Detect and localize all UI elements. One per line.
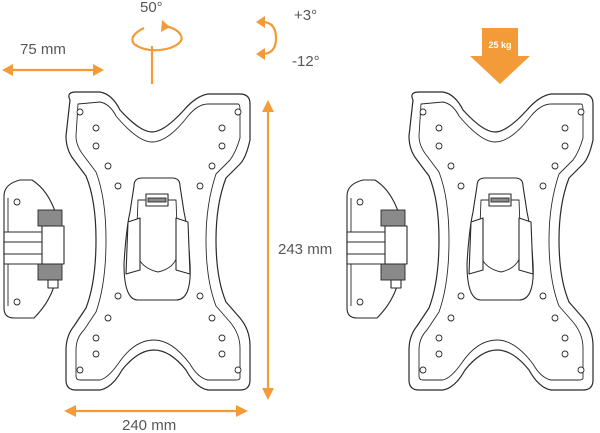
tilt-icon [256, 16, 278, 60]
width-arrow [64, 405, 248, 417]
tilt-up-label: +3° [294, 7, 317, 24]
height-label: 243 mm [278, 241, 332, 258]
height-arrow [262, 100, 274, 400]
wall-mount-right [346, 91, 594, 391]
load-arrow-icon [470, 28, 530, 84]
depth-label: 75 mm [20, 41, 66, 58]
depth-arrow [2, 64, 104, 76]
swivel-angle-label: 50° [140, 0, 163, 16]
wall-mount-left [3, 91, 251, 391]
tilt-down-label: -12° [292, 53, 320, 70]
load-label: 25 kg [488, 40, 511, 50]
swivel-icon [131, 20, 183, 84]
width-label: 240 mm [122, 417, 176, 433]
